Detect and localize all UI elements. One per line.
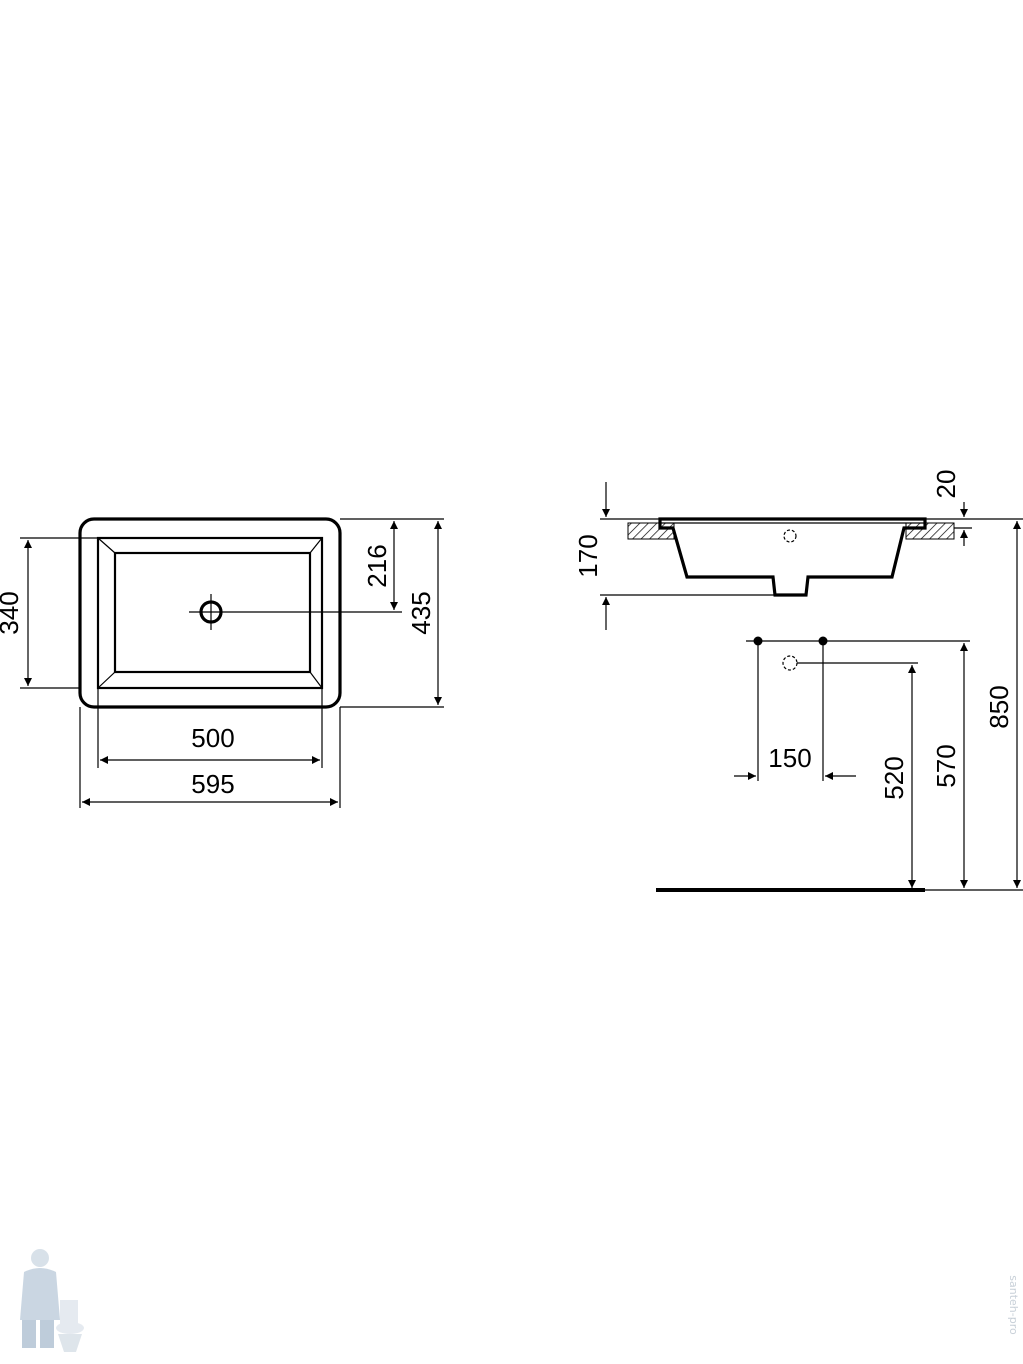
dim-supply-height: 570 — [931, 643, 968, 888]
dim-inner-depth: 340 — [0, 537, 98, 689]
basin-outer-outline — [78, 517, 342, 709]
dim-outer-width: 595 — [79, 707, 341, 808]
dim-label-570: 570 — [931, 744, 961, 787]
dim-label-500: 500 — [191, 723, 234, 753]
dim-label-170: 170 — [573, 534, 603, 577]
dim-label-850: 850 — [984, 685, 1014, 728]
supply-points — [746, 636, 970, 671]
plumber-logo — [20, 1249, 84, 1352]
dim-label-150: 150 — [768, 743, 811, 773]
drain-symbol — [189, 594, 233, 630]
dim-label-340: 340 — [0, 591, 24, 634]
top-view: 340 216 435 500 595 — [0, 517, 444, 808]
dim-outer-depth: 435 — [340, 518, 444, 708]
dim-rim-thickness: 20 — [925, 470, 1023, 546]
watermark-text: santeh-pro — [1007, 1275, 1020, 1335]
countertop-right — [905, 522, 955, 540]
dim-label-520: 520 — [879, 756, 909, 799]
dim-label-216: 216 — [362, 544, 392, 587]
side-view: 20 170 150 — [573, 470, 1023, 892]
overflow-hole — [783, 529, 797, 543]
dim-basin-height: 170 — [573, 482, 806, 630]
dim-drain-height: 520 — [879, 665, 916, 888]
dim-tap-spacing: 150 — [734, 641, 856, 781]
countertop-left — [627, 522, 675, 540]
dim-label-435: 435 — [406, 591, 436, 634]
dim-drain-offset: 216 — [233, 518, 402, 613]
dim-label-595: 595 — [191, 769, 234, 799]
basin-inner-rim — [96, 536, 324, 690]
basin-bevel-lines — [97, 537, 323, 689]
dim-rim-height: 850 — [984, 521, 1021, 888]
dim-inner-width: 500 — [97, 688, 323, 768]
drain-point — [782, 655, 798, 671]
basin-section — [658, 517, 927, 597]
dim-label-20: 20 — [931, 470, 961, 499]
